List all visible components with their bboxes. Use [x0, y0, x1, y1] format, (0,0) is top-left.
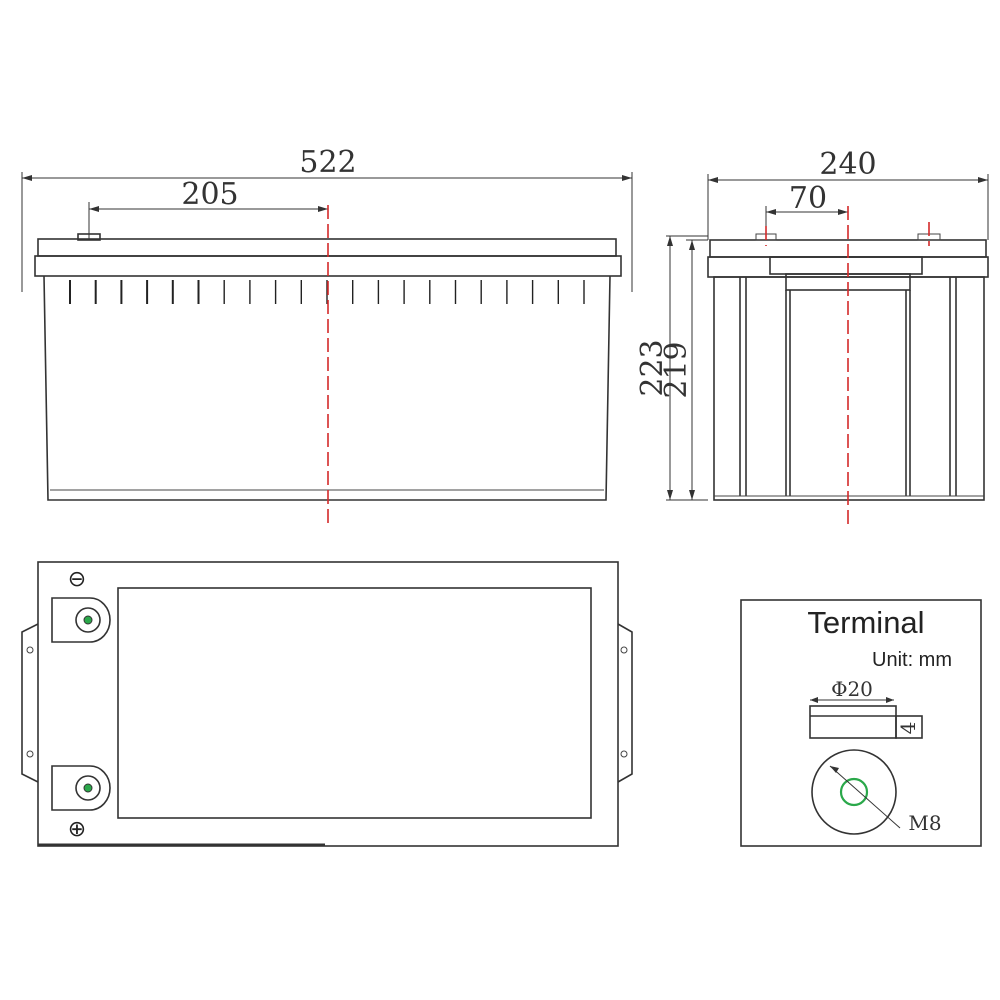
top-terminal-pos-core	[83, 783, 93, 793]
front-terminal-left	[77, 233, 101, 241]
dim-70-arrow-right	[838, 209, 848, 215]
side-view: 240 70 223 219	[635, 147, 989, 528]
dim-phi20-arrow-left	[810, 697, 818, 703]
positive-polarity-icon: ⊕	[68, 817, 86, 842]
top-lug-hole-right-lower	[620, 750, 628, 758]
terminal-top-outer	[811, 749, 897, 835]
front-ribs	[69, 280, 585, 304]
top-terminal-neg-post	[75, 607, 101, 633]
front-view: 522 205	[21, 145, 633, 528]
top-view: ⊖ ⊕	[21, 561, 633, 847]
dim-m8-leader	[829, 765, 901, 829]
dim-522-arrow-left	[22, 175, 32, 181]
negative-polarity-icon: ⊖	[68, 567, 86, 592]
top-lug-hole-left-lower	[26, 750, 34, 758]
dim-phi20-label: Φ20	[831, 677, 873, 701]
dim-70-arrow-left	[766, 209, 776, 215]
top-terminal-pos-post	[75, 775, 101, 801]
top-lug-left	[21, 623, 39, 783]
terminal-top-bore	[839, 777, 869, 807]
terminal-detail: Terminal Unit: mm Φ20 4 M8	[740, 599, 982, 847]
side-handle-recess	[769, 256, 923, 275]
dim-70-label: 70	[789, 181, 827, 216]
dim-522-arrow-right	[622, 175, 632, 181]
terminal-detail-frame	[740, 599, 982, 847]
dim-205-arrow-left	[89, 206, 99, 212]
front-lid-top	[37, 238, 617, 257]
dim-219-label: 219	[659, 341, 694, 398]
top-label-panel	[117, 587, 592, 819]
dim-240-arrow-left	[708, 177, 718, 183]
dim-223-arrow-bottom	[667, 490, 673, 500]
terminal-profile-stud	[895, 715, 923, 739]
dim-m8-label: M8	[908, 811, 941, 835]
dim-219-arrow-top	[689, 240, 695, 250]
front-case-body	[43, 275, 611, 501]
terminal-detail-title: Terminal	[807, 605, 924, 640]
top-outline	[37, 561, 619, 847]
top-terminal-neg-pad	[51, 597, 111, 643]
dim-240-label: 240	[819, 147, 876, 182]
dim-phi20-arrow-right	[886, 697, 894, 703]
dim-522-label: 522	[299, 145, 356, 180]
top-lug-hole-left-upper	[26, 646, 34, 654]
top-terminal-pos-pad	[51, 765, 111, 811]
dim-223-arrow-top	[667, 236, 673, 246]
top-terminal-neg-core	[83, 615, 93, 625]
top-lug-hole-right-upper	[620, 646, 628, 654]
dim-205-arrow-right	[318, 206, 328, 212]
side-case-body	[713, 276, 985, 501]
terminal-profile-body	[809, 705, 897, 739]
terminal-detail-unit: Unit: mm	[872, 649, 952, 671]
dim-219-arrow-bottom	[689, 490, 695, 500]
dim-240-arrow-right	[978, 177, 988, 183]
dim-m8-arrow	[830, 766, 839, 773]
dim-thickness-label: 4	[896, 722, 920, 735]
dim-223-label: 223	[635, 339, 670, 396]
top-lug-right	[617, 623, 633, 783]
dim-205-label: 205	[181, 177, 238, 212]
